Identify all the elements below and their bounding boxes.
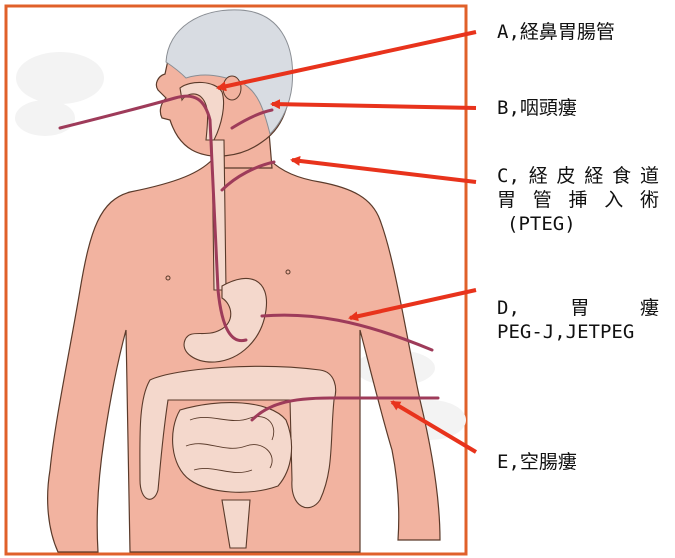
- label-c-char: 皮: [557, 164, 576, 188]
- label-c-char: 食: [612, 164, 631, 188]
- label-c-prefix: C,: [497, 164, 520, 188]
- label-c-char: 経: [584, 164, 603, 188]
- label-e: E,空腸瘻: [497, 450, 577, 474]
- label-c: C, 経 皮 経 食 道 胃 管 挿 入 術 (PTEG): [497, 164, 659, 236]
- label-c-line3: (PTEG): [497, 212, 659, 236]
- label-c-line2: 胃 管 挿 入 術: [497, 188, 659, 212]
- label-d-line2: PEG-J,JETPEG: [497, 320, 659, 344]
- label-c-char: 入: [604, 188, 623, 212]
- label-a: A,経鼻胃腸管: [497, 20, 615, 44]
- label-c-line1: C, 経 皮 経 食 道: [497, 164, 659, 188]
- label-c-char: 挿: [568, 188, 587, 212]
- label-c-char: 術: [640, 188, 659, 212]
- label-c-char: 胃: [497, 188, 516, 212]
- label-c-char: 道: [640, 164, 659, 188]
- label-d: D, 胃 瘻 PEG-J,JETPEG: [497, 296, 659, 344]
- label-d-char: 瘻: [640, 296, 659, 320]
- label-d-line1: D, 胃 瘻: [497, 296, 659, 320]
- label-c-char: 管: [533, 188, 552, 212]
- label-c-char: 経: [529, 164, 548, 188]
- label-b: B,咽頭瘻: [497, 96, 577, 120]
- label-d-prefix: D,: [497, 296, 520, 320]
- label-d-char: 胃: [570, 296, 589, 320]
